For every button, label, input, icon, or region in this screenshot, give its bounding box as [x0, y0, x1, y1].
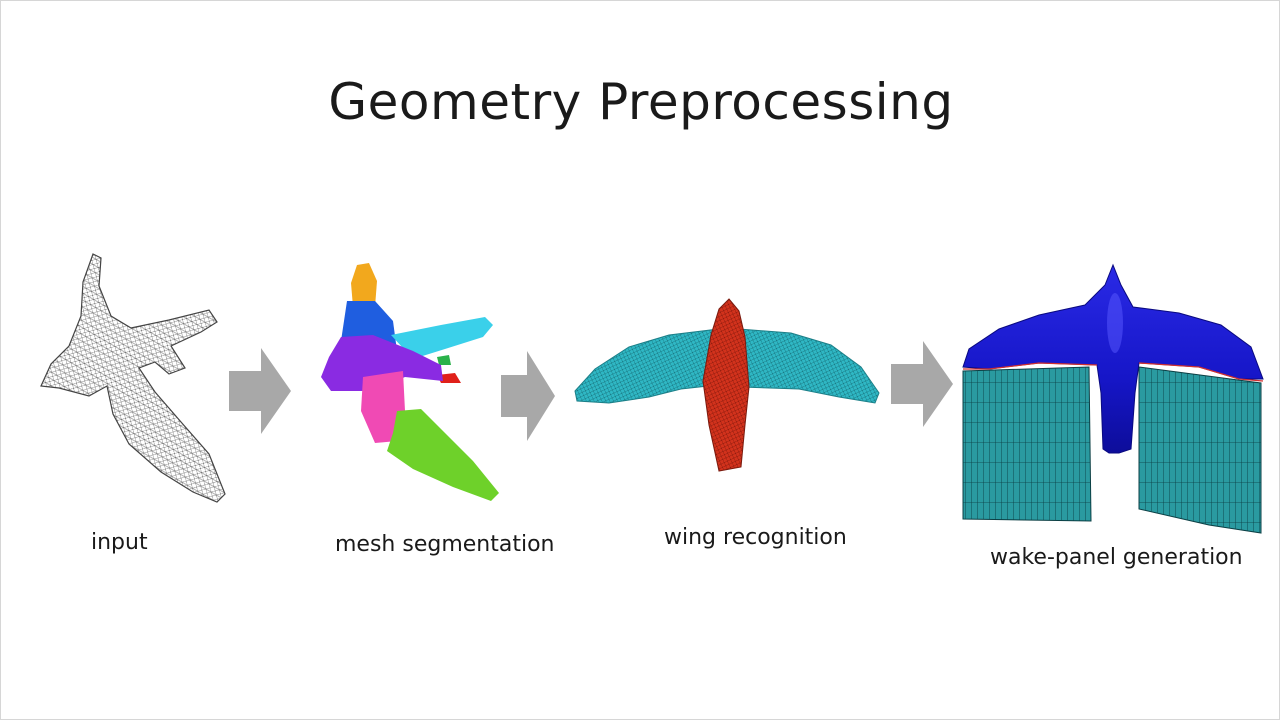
input-mesh-figure [40, 253, 226, 503]
arrow-right-icon [891, 341, 953, 427]
arrow-right-icon [229, 348, 291, 434]
stage-label-wake-panel-generation: wake-panel generation [990, 545, 1243, 570]
wake-panel-figure [962, 263, 1264, 534]
stage-label-input: input [91, 530, 148, 555]
stage-label-wing-recognition: wing recognition [664, 525, 847, 550]
arrow-right-icon [501, 351, 555, 441]
stage-label-mesh-segmentation: mesh segmentation [335, 532, 555, 557]
segmented-mesh-figure [321, 263, 499, 501]
wing-recognition-figure [574, 298, 880, 472]
slide-title: Geometry Preprocessing [328, 73, 954, 131]
